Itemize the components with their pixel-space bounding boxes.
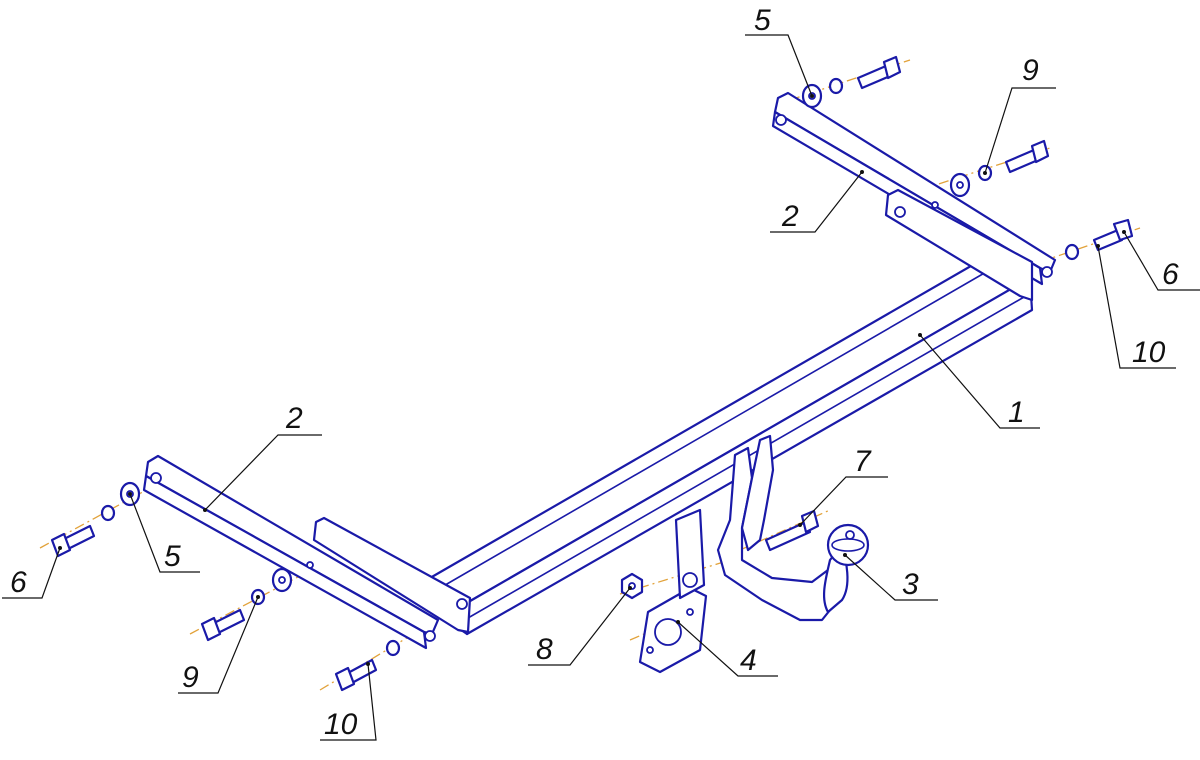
- callout-label-1: 1: [1008, 396, 1025, 429]
- callout-10-lower: 10: [320, 662, 377, 741]
- callout-10-right: 10: [1096, 244, 1176, 369]
- callout-label-3: 3: [902, 568, 919, 601]
- callout-6-left: 6: [2, 546, 62, 599]
- tow-ball-part-3: [716, 434, 870, 622]
- callout-label-7: 7: [854, 445, 872, 478]
- callout-1: 1: [918, 333, 1040, 429]
- bolt-hole: [150, 472, 162, 484]
- socket-plate-part-4: [638, 508, 708, 674]
- bolts: [50, 55, 1134, 692]
- callouts: 1 2 2 3 4 5 5: [2, 4, 1200, 741]
- center-axes: [39, 59, 1141, 691]
- callout-9-lower: 9: [178, 595, 260, 694]
- callout-label-5: 5: [754, 4, 771, 37]
- bolt-hole: [424, 630, 436, 642]
- callout-label-6: 6: [1162, 258, 1179, 291]
- callout-8: 8: [528, 586, 632, 666]
- spring-washers-part-9: [100, 77, 1080, 657]
- callout-label-10: 10: [324, 708, 358, 741]
- ball-icon: [826, 523, 870, 567]
- callout-7: 7: [798, 445, 888, 527]
- callout-label-8: 8: [536, 633, 553, 666]
- callout-label-9: 9: [182, 661, 199, 694]
- bolt-upper-2: [1004, 139, 1050, 174]
- callout-label-9: 9: [1022, 54, 1039, 87]
- callout-label-2: 2: [285, 402, 303, 435]
- side-bracket-lower-part-2: [142, 454, 472, 650]
- callout-label-5: 5: [164, 540, 181, 573]
- callout-label-2: 2: [781, 200, 799, 233]
- callout-9-upper: 9: [983, 54, 1056, 175]
- bolt-part-7: [764, 509, 820, 552]
- callout-label-10: 10: [1132, 336, 1166, 369]
- callout-label-6: 6: [10, 566, 27, 599]
- bolt-lower-2: [200, 608, 246, 642]
- side-bracket-upper-part-2: [771, 91, 1057, 302]
- bolt-upper-1: [856, 55, 902, 90]
- bolt-hole: [894, 206, 906, 218]
- bolt-hole: [931, 201, 939, 209]
- bolt-hole: [456, 598, 468, 610]
- callout-4: 4: [676, 620, 778, 677]
- callout-5-upper: 5: [745, 4, 814, 98]
- bolt-hole: [775, 114, 787, 126]
- callout-2-lower: 2: [203, 402, 322, 512]
- callout-5-lower: 5: [128, 492, 200, 573]
- callout-6-right: 6: [1122, 230, 1200, 291]
- callout-2-upper: 2: [770, 170, 864, 233]
- bolt-lower-1: [50, 524, 96, 558]
- bolt-upper-3: [1092, 218, 1134, 252]
- bolt-hole: [1041, 266, 1053, 278]
- callout-3: 3: [843, 553, 938, 601]
- bolt-hole: [306, 561, 314, 569]
- callout-label-4: 4: [740, 644, 757, 677]
